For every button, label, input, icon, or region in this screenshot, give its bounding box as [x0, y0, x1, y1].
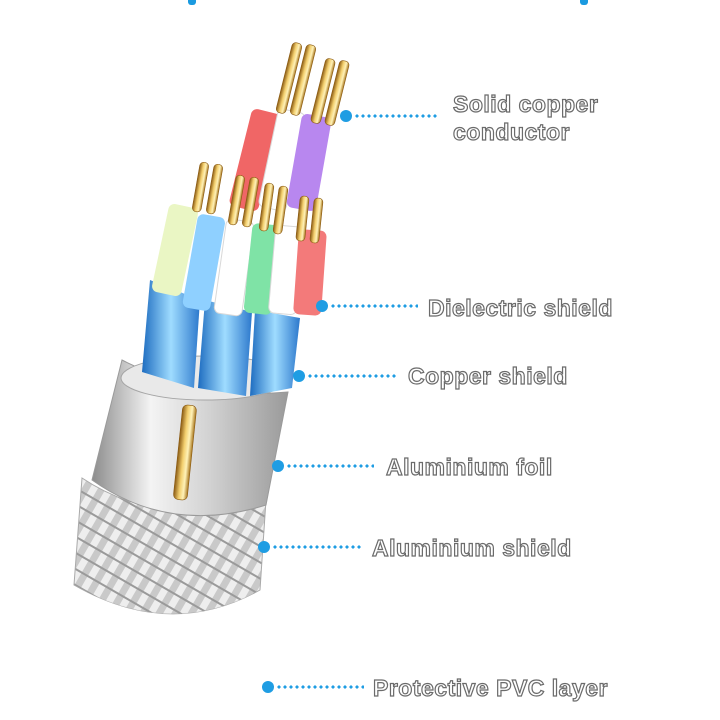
- callout-dot: [293, 370, 305, 382]
- label-dielectric-shield: Dielectric shield: [427, 294, 613, 321]
- callout-leader: [307, 374, 397, 378]
- cropped-header-mark: [580, 0, 588, 5]
- callout-leader: [286, 464, 374, 468]
- callout-dot: [262, 681, 274, 693]
- callout-leader: [330, 304, 418, 308]
- label-aluminium-shield: Aluminium shield: [371, 534, 572, 561]
- label-solid-copper-conductor: Solid copper conductor: [452, 90, 599, 145]
- callout-leader: [276, 685, 364, 689]
- cropped-header-mark: [188, 0, 196, 5]
- callout-dot: [258, 541, 270, 553]
- label-protective-pvc-layer: Protective PVC layer: [372, 674, 609, 701]
- callout-leader: [272, 545, 362, 549]
- callout-leader: [354, 114, 438, 118]
- label-copper-shield: Copper shield: [407, 362, 568, 389]
- callout-dot: [340, 110, 352, 122]
- label-aluminium-foil: Aluminium foil: [385, 453, 553, 480]
- callout-dot: [272, 460, 284, 472]
- callout-dot: [316, 300, 328, 312]
